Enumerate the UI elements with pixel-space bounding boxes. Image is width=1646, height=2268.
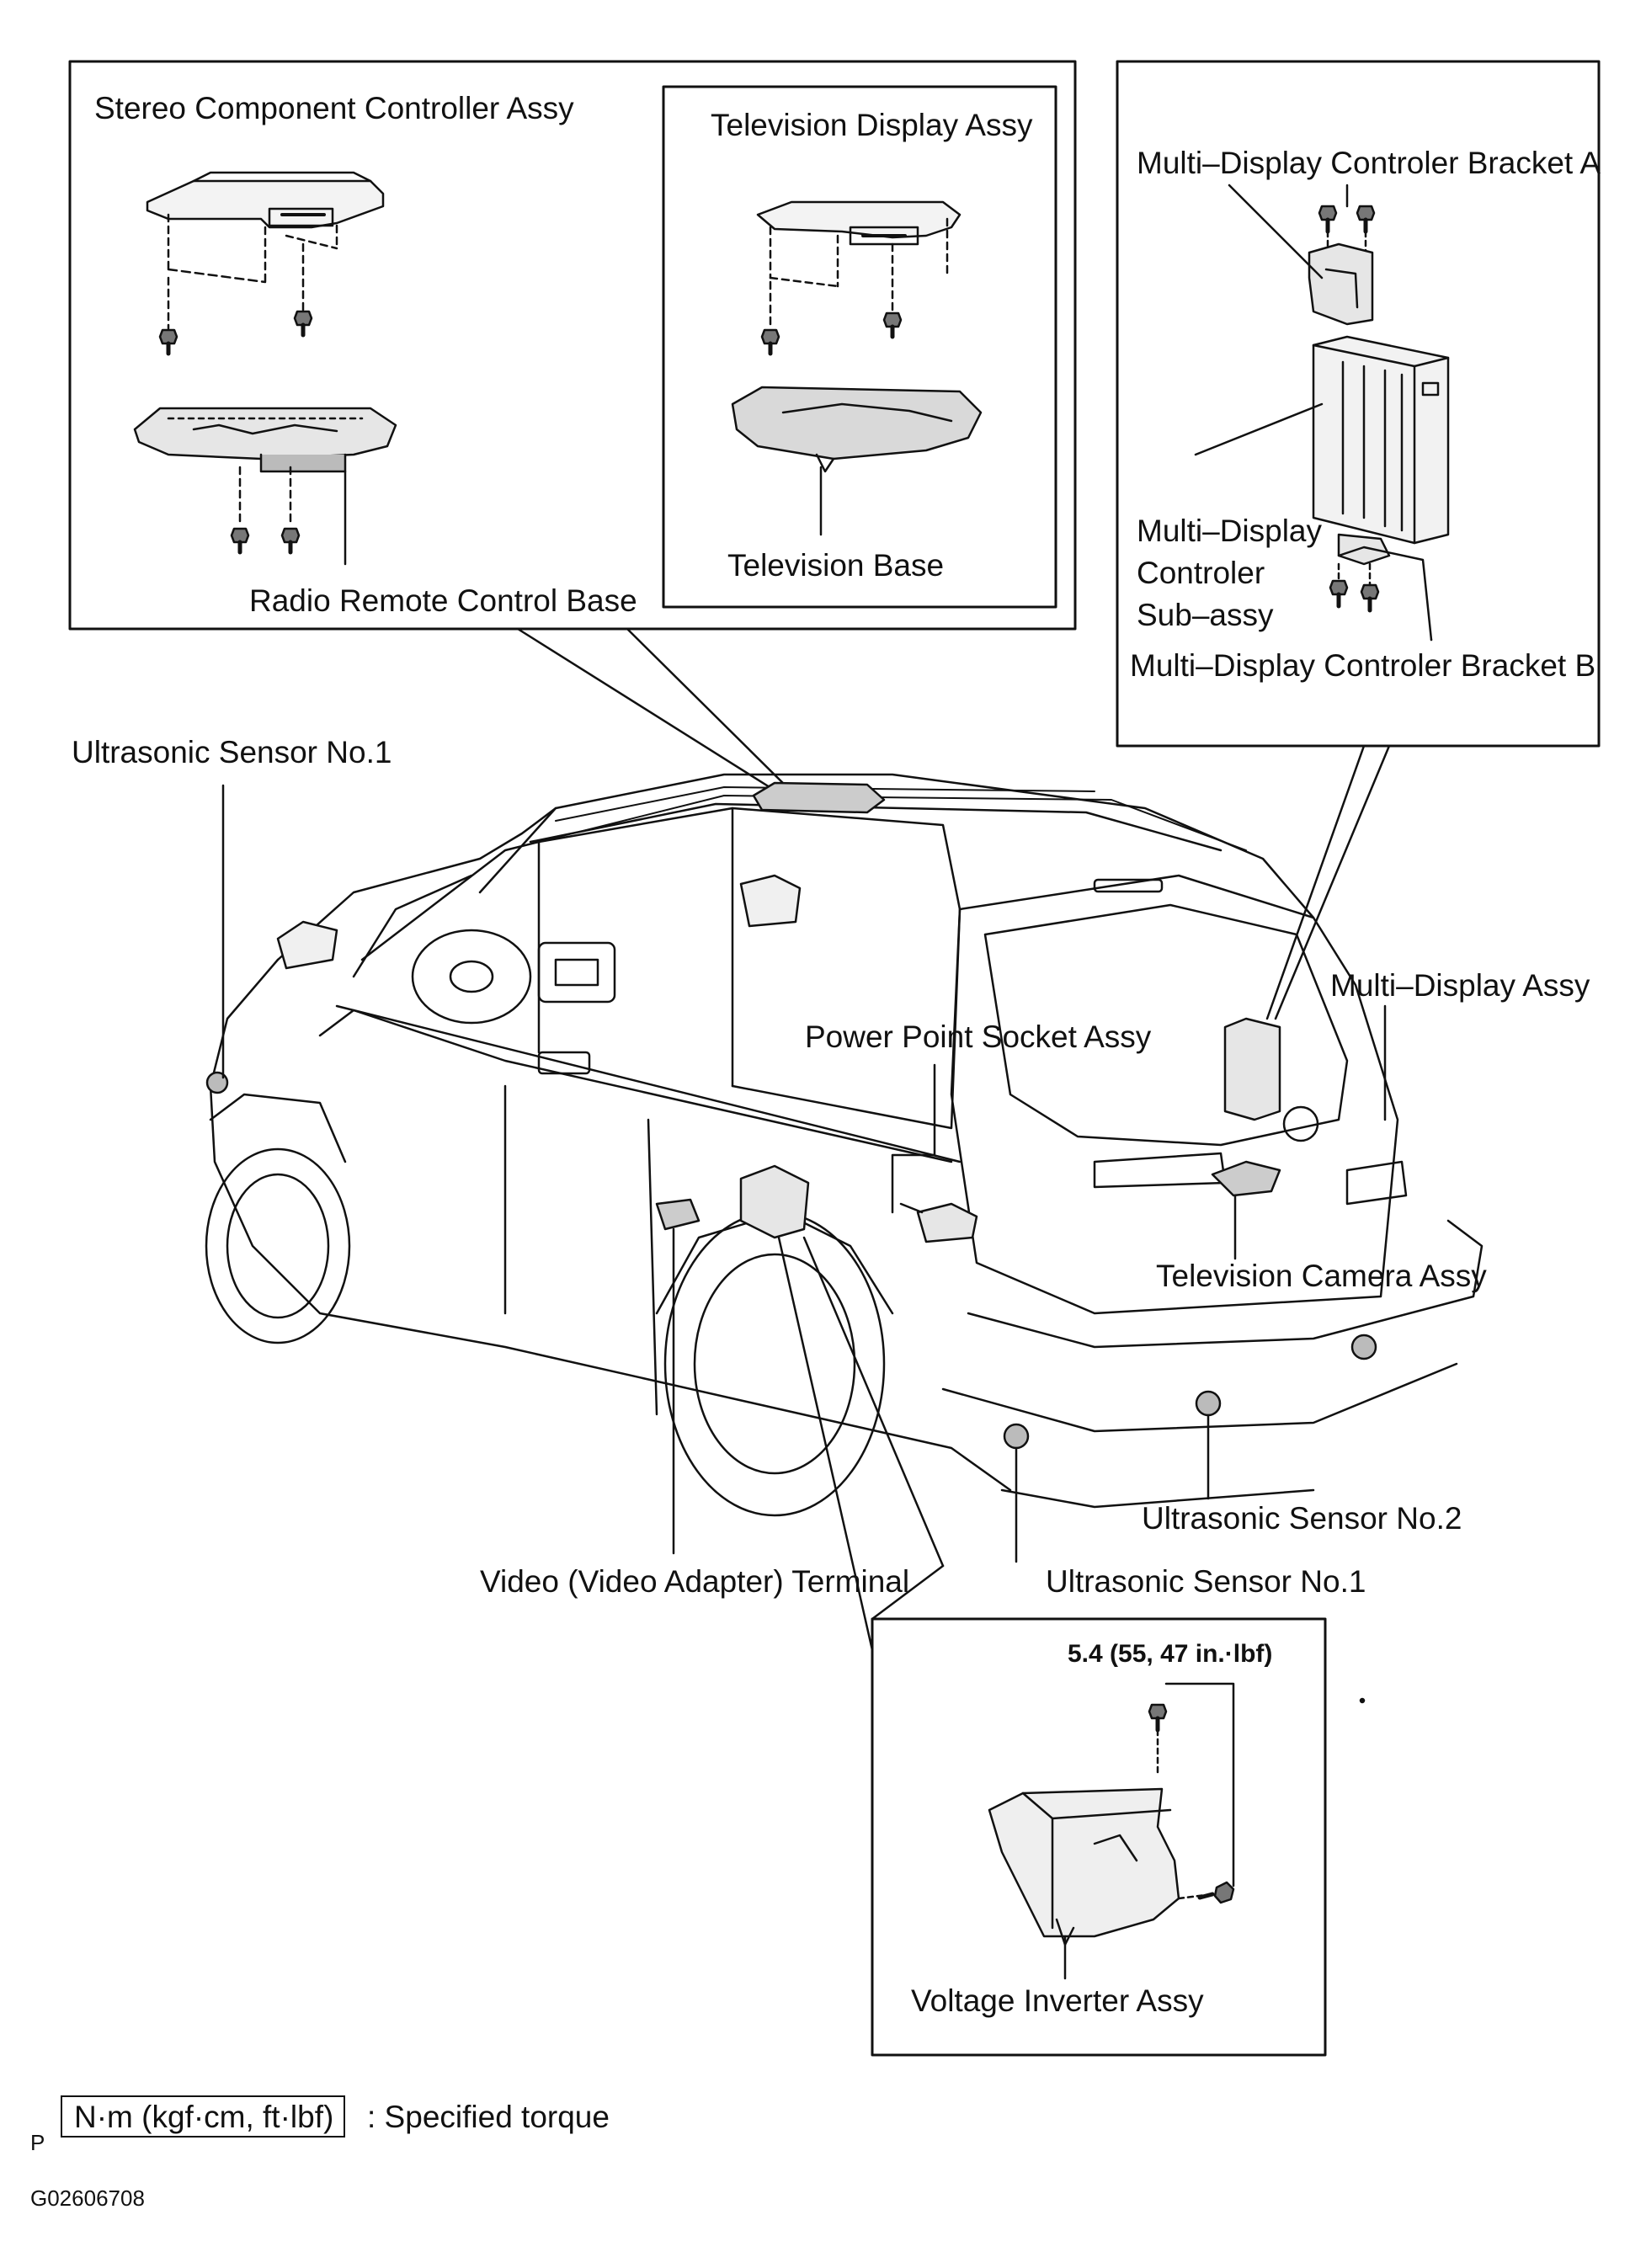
legend-side-letter: P <box>30 2130 45 2155</box>
stereo-controller-illustration <box>146 171 385 356</box>
radio-remote-control-base-label: Radio Remote Control Base <box>249 583 637 618</box>
ultrasonic-sensor-front-label: Ultrasonic Sensor No.1 <box>72 735 392 769</box>
television-base-illustration <box>731 386 983 536</box>
stereo-panel-frame <box>68 60 1077 631</box>
figure-code: G02606708 <box>30 2185 145 2211</box>
stereo-component-controller-label: Stereo Component Controller Assy <box>94 91 574 125</box>
vehicle-illustration <box>205 773 1484 1517</box>
television-display-label: Television Display Assy <box>711 108 1033 142</box>
multi-display-panel-frame <box>1116 60 1601 748</box>
sub-assy-label-line2: Controler <box>1137 556 1265 590</box>
stray-dot <box>1359 1697 1366 1704</box>
inverter-torque-label: 5.4 (55, 47 in.·lbf) <box>1068 1640 1273 1668</box>
power-point-socket-label: Power Point Socket Assy <box>805 1020 1152 1054</box>
television-base-label: Television Base <box>727 548 945 583</box>
television-camera-label: Television Camera Assy <box>1156 1259 1487 1293</box>
panel-callout-lines <box>516 627 1391 1652</box>
bracket-a-label: Multi–Display Controler Bracket A <box>1137 146 1601 180</box>
sub-assy-label-line3: Sub–assy <box>1137 598 1274 632</box>
television-display-illustration <box>756 200 961 356</box>
ultrasonic-sensor-no2-label: Ultrasonic Sensor No.2 <box>1142 1501 1462 1536</box>
bracket-b-label: Multi–Display Controler Bracket B <box>1130 648 1596 683</box>
voltage-inverter-label: Voltage Inverter Assy <box>911 1983 1204 2018</box>
television-panel-frame <box>662 85 1057 609</box>
sub-assy-label-line1: Multi–Display <box>1137 514 1323 548</box>
torque-unit-label: N·m (kgf·cm, ft·lbf) <box>74 2100 334 2134</box>
radio-remote-control-base-illustration <box>133 407 397 566</box>
torque-description: : Specified torque <box>367 2100 610 2134</box>
multi-display-leader-lines <box>1194 184 1433 642</box>
voltage-inverter-illustration <box>988 1682 1235 1980</box>
torque-legend-box <box>61 2095 345 2138</box>
inverter-panel-frame <box>871 1617 1327 2057</box>
multi-display-assy-label: Multi–Display Assy <box>1330 968 1590 1003</box>
ultrasonic-sensor-rear-label: Ultrasonic Sensor No.1 <box>1046 1564 1366 1599</box>
multi-display-controller-illustration <box>1308 205 1450 642</box>
vehicle-leader-lines <box>221 784 1387 1563</box>
video-terminal-label: Video (Video Adapter) Terminal <box>480 1564 910 1599</box>
